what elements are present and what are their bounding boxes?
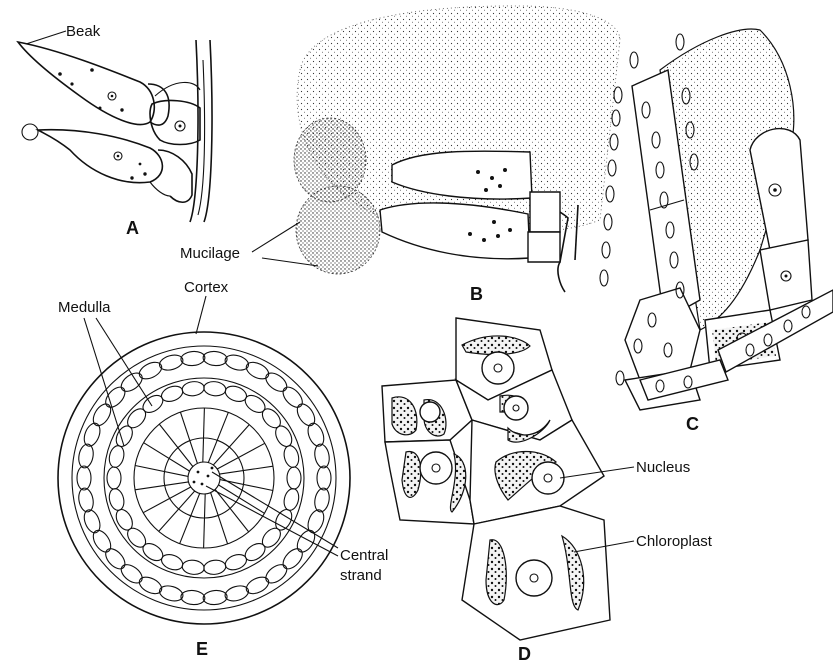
label-strand: strand [340,567,382,584]
panel-d-drawing [382,318,610,640]
label-chloroplast: Chloroplast [636,533,713,550]
label-beak: Beak [66,23,101,40]
leader-beak [26,31,66,44]
panel-label-c: C [686,414,699,434]
panel-b-drawing [294,6,620,292]
label-cortex: Cortex [184,279,229,296]
panel-a-drawing [18,40,212,222]
leader-medulla-1 [84,318,124,446]
panel-label-b: B [470,284,483,304]
leader-mucilage-1 [252,222,300,252]
panel-label-d: D [518,644,531,664]
leader-cortex [196,296,206,334]
panel-label-a: A [126,218,139,238]
panel-c-drawing [600,29,833,410]
leader-medulla-2 [96,318,152,406]
label-central: Central [340,547,388,564]
label-nucleus: Nucleus [636,459,690,476]
label-mucilage: Mucilage [180,245,240,262]
label-medulla: Medulla [58,299,111,316]
panel-label-e: E [196,639,208,659]
